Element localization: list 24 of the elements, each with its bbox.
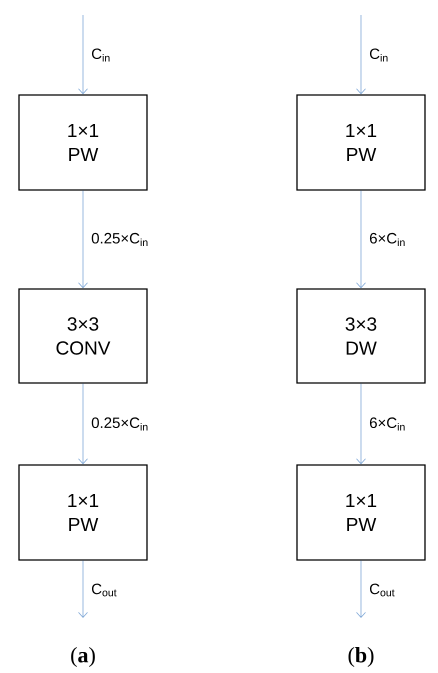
arrow (356, 560, 366, 618)
edge-label: 0.25×C$_{in}$ (92, 232, 148, 246)
layer-box: 1×1 PW (296, 464, 426, 561)
layer-box: 3×3 DW (296, 288, 426, 384)
layer-box: 1×1 PW (18, 464, 148, 561)
arrow (78, 560, 88, 618)
layer-box: 1×1 PW (18, 94, 148, 191)
panel-label: (a) (71, 647, 95, 667)
arrow (356, 190, 366, 288)
arrow (356, 14, 366, 94)
arrow (78, 383, 88, 464)
edge-label: 6×C$_{in}$ (370, 232, 405, 246)
edge-label: C$_{in}$ (370, 48, 388, 62)
arrow (78, 190, 88, 288)
layer-box: 1×1 PW (296, 94, 426, 191)
arrow (78, 14, 88, 94)
edge-label: 0.25×C$_{in}$ (92, 417, 148, 431)
edge-label: C$_{out}$ (370, 584, 395, 596)
panel-label: (b) (348, 647, 374, 667)
edge-label: C$_{in}$ (92, 48, 110, 62)
arrow (356, 383, 366, 464)
edge-label: C$_{out}$ (92, 584, 117, 596)
edge-label: 6×C$_{in}$ (370, 417, 405, 431)
layer-box: 3×3 CONV (18, 288, 148, 384)
